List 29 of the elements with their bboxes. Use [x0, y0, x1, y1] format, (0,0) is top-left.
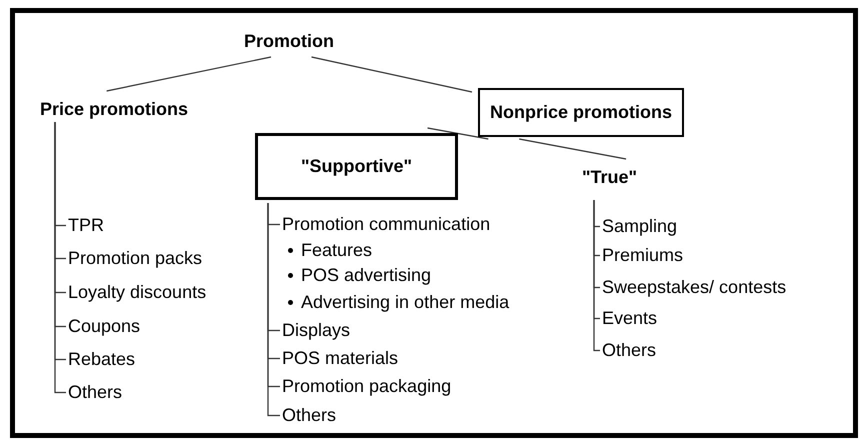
- sub-item: POS advertising: [301, 264, 432, 287]
- list-item: Others: [602, 337, 656, 364]
- list-item: Events: [602, 305, 658, 332]
- list-item: Others: [282, 402, 336, 429]
- category-heading: Price promotions: [40, 96, 188, 123]
- sub-item: Features: [301, 239, 372, 262]
- list-item: Promotion packaging: [282, 373, 452, 400]
- list-item: Loyalty discounts: [68, 279, 206, 306]
- category-heading: Promotion: [244, 28, 334, 55]
- connector-line: [519, 138, 626, 160]
- list-item: Coupons: [68, 313, 140, 340]
- list-item: Displays: [282, 317, 350, 344]
- sub-item: Advertising in other media: [301, 291, 510, 314]
- category-box: "Supportive": [255, 133, 458, 200]
- category-heading: "True": [582, 164, 638, 191]
- connector-line: [106, 56, 272, 92]
- list-item: Promotion packs: [68, 245, 202, 272]
- list-item: TPR: [68, 212, 104, 239]
- list-item: POS materials: [282, 345, 398, 372]
- list-item: Others: [68, 379, 122, 406]
- list-item: Rebates: [68, 346, 136, 373]
- list-item: Sampling: [602, 213, 678, 240]
- connector-line: [311, 56, 472, 93]
- category-box: Nonprice promotions: [478, 88, 684, 137]
- list-item: Sweepstakes/ contests: [602, 274, 786, 301]
- list-item: Promotion communication: [282, 211, 490, 238]
- connector-line: [593, 200, 600, 352]
- connector-line: [427, 127, 488, 140]
- list-item: Premiums: [602, 242, 684, 269]
